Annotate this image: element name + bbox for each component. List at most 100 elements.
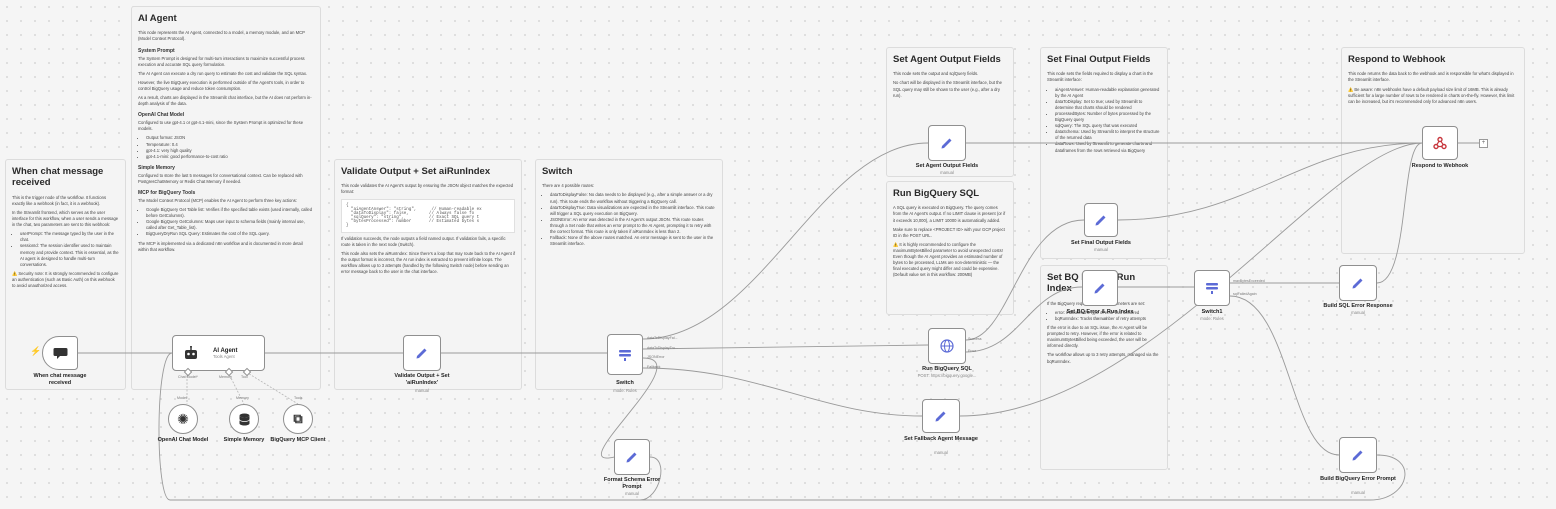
list-item: gpt-4.1: very high quality (146, 148, 314, 154)
connection (965, 286, 1083, 353)
list-item: JSONError: An error was detected in the … (550, 217, 716, 235)
pencil-icon (414, 345, 430, 361)
note-text: Configured to store the last 5 messages … (138, 172, 303, 184)
node-subtitle: manual (934, 450, 948, 455)
note-warning: ⚠️ Security note: It is strongly recomme… (12, 270, 119, 288)
list-item: userPrompt: The message typed by the use… (20, 231, 119, 243)
note-text: The Model Context Protocol (MCP) enables… (138, 197, 297, 203)
list-item: Temperature: 0.4 (146, 142, 314, 148)
list-item: dataToDisplayTrue: Data visualizations a… (550, 205, 716, 217)
port-label: Memory (236, 396, 249, 400)
set-agent-output-node[interactable] (928, 125, 966, 161)
note-ai-agent[interactable]: AI Agent This node represents the AI Age… (131, 6, 321, 390)
connection (600, 357, 658, 459)
node-subtitle: POST: https://bigquery.google... (917, 373, 977, 378)
pencil-icon (1350, 275, 1366, 291)
node-subtitle: manual (625, 491, 639, 496)
validate-output-node[interactable] (403, 335, 441, 371)
pencil-icon (1350, 447, 1366, 463)
node-label: OpenAI Chat Model (157, 437, 209, 443)
output-label: Error (968, 349, 976, 353)
connection (642, 142, 929, 340)
output-label: Success (968, 337, 982, 341)
set-final-output-node[interactable] (1084, 203, 1118, 237)
note-text: The System Prompt is designed for multi-… (138, 55, 305, 67)
node-label: Respond to Webhook (1411, 163, 1469, 169)
note-text: This node also sets the aiRunIndex: Sinc… (341, 250, 515, 275)
pencil-icon (1092, 280, 1108, 296)
note-title: Set Agent Output Fields (893, 54, 1001, 65)
mcp-client-node[interactable]: ⧉ (283, 404, 313, 434)
list-item: dataToDisplay: Set to true; used by Stre… (1055, 99, 1161, 111)
note-text: The workflow allows up to 3 retry attemp… (1047, 352, 1159, 364)
note-text: In the Streamlit frontend, which serves … (12, 209, 119, 228)
note-respond-webhook[interactable]: Respond to Webhook This node returns the… (1341, 47, 1525, 254)
node-label: BigQuery MCP Client (270, 437, 326, 443)
note-title: Run BigQuery SQL (893, 188, 980, 199)
list-item: sqlQuery: The SQL query that was execute… (1055, 123, 1161, 129)
openai-icon: ✺ (177, 410, 189, 427)
note-text: A SQL query is executed on BigQuery. The… (893, 205, 1006, 223)
ai-agent-node[interactable]: AI Agent Tools Agent (172, 335, 265, 371)
node-label: Set Final Output Fields (1071, 240, 1131, 246)
sub-connection (227, 371, 245, 405)
switch-icon (617, 347, 633, 363)
connection (1229, 295, 1340, 456)
node-label: Build SQL Error Response (1323, 303, 1393, 309)
node-label: Set Fallback Agent Message (904, 436, 978, 442)
database-icon (236, 411, 252, 427)
simple-memory-node[interactable] (229, 404, 259, 434)
add-node-button[interactable]: + (1479, 139, 1488, 148)
note-text: Make sure to replace <PROJECT ID> with y… (893, 226, 1005, 238)
build-bq-error-node[interactable] (1339, 437, 1377, 473)
chat-icon (52, 345, 68, 361)
format-schema-error-node[interactable] (614, 439, 650, 475)
note-warning: ⚠️ It is highly recommended to configure… (893, 241, 1003, 278)
node-label: Set Agent Output Fields (915, 163, 979, 169)
note-text: However, the live BigQuery execution is … (138, 79, 305, 91)
build-sql-error-node[interactable] (1339, 265, 1377, 301)
pencil-icon (1093, 212, 1109, 228)
port-label: Tools (294, 396, 303, 400)
note-text: No chart will be displayed in the Stream… (893, 80, 1002, 98)
node-label: AI Agent (213, 347, 238, 354)
openai-model-node[interactable]: ✺ (168, 404, 198, 434)
note-text: As a result, charts are displayed in the… (138, 95, 312, 107)
note-list: error: Indicates the type of error that … (1047, 310, 1161, 322)
note-text: This node represents the AI Agent, conne… (138, 30, 305, 42)
list-item: gpt-4.1-mini: good performance-to-cost r… (146, 154, 314, 160)
port-label: Tool (241, 375, 248, 379)
note-text: This is the trigger node of the workflow… (12, 194, 107, 206)
list-item: dataRows: Used by Streamlit to generate … (1055, 141, 1161, 153)
note-text: If validation succeeds, the node outputs… (341, 235, 506, 247)
pencil-icon (933, 408, 949, 424)
set-fallback-node[interactable] (922, 399, 960, 433)
list-item: sessionId: The session identifier used t… (20, 243, 119, 267)
note-title: Validate Output + Set aiRunIndex (341, 166, 491, 177)
note-list: Google BigQuery Get Table list: Verifies… (138, 207, 314, 237)
mcp-icon: ⧉ (293, 411, 303, 426)
connection (642, 367, 923, 417)
webhook-icon (1432, 135, 1448, 151)
switch1-node[interactable] (1194, 270, 1230, 306)
list-item: Fallback: None of the above routes match… (550, 235, 716, 247)
respond-webhook-node[interactable] (1422, 126, 1458, 160)
note-heading: System Prompt (138, 47, 175, 54)
chat-trigger-node[interactable] (42, 336, 78, 370)
run-bigquery-node[interactable] (928, 328, 966, 364)
note-validate-output[interactable]: Validate Output + Set aiRunIndex This no… (334, 159, 522, 390)
trigger-bolt-icon: ⚡ (30, 346, 42, 356)
note-list: aiAgentAnswer: Human-readable explanatio… (1047, 87, 1161, 154)
note-run-bigquery[interactable]: Run BigQuery SQL A SQL query is executed… (886, 181, 1014, 315)
note-title: When chat message received (12, 166, 104, 189)
set-bq-error-node[interactable] (1082, 270, 1118, 306)
switch-node[interactable] (607, 334, 643, 375)
connection (158, 352, 1406, 501)
node-subtitle: mode: Rules (1200, 316, 1224, 321)
code-block: { "aiAgentAnswer": "string", // Human-re… (341, 198, 515, 233)
note-title: AI Agent (138, 13, 177, 24)
node-label: Simple Memory (223, 437, 265, 443)
list-item: Output format: JSON (146, 135, 314, 141)
note-list: Output format: JSON Temperature: 0.4 gpt… (138, 135, 314, 159)
